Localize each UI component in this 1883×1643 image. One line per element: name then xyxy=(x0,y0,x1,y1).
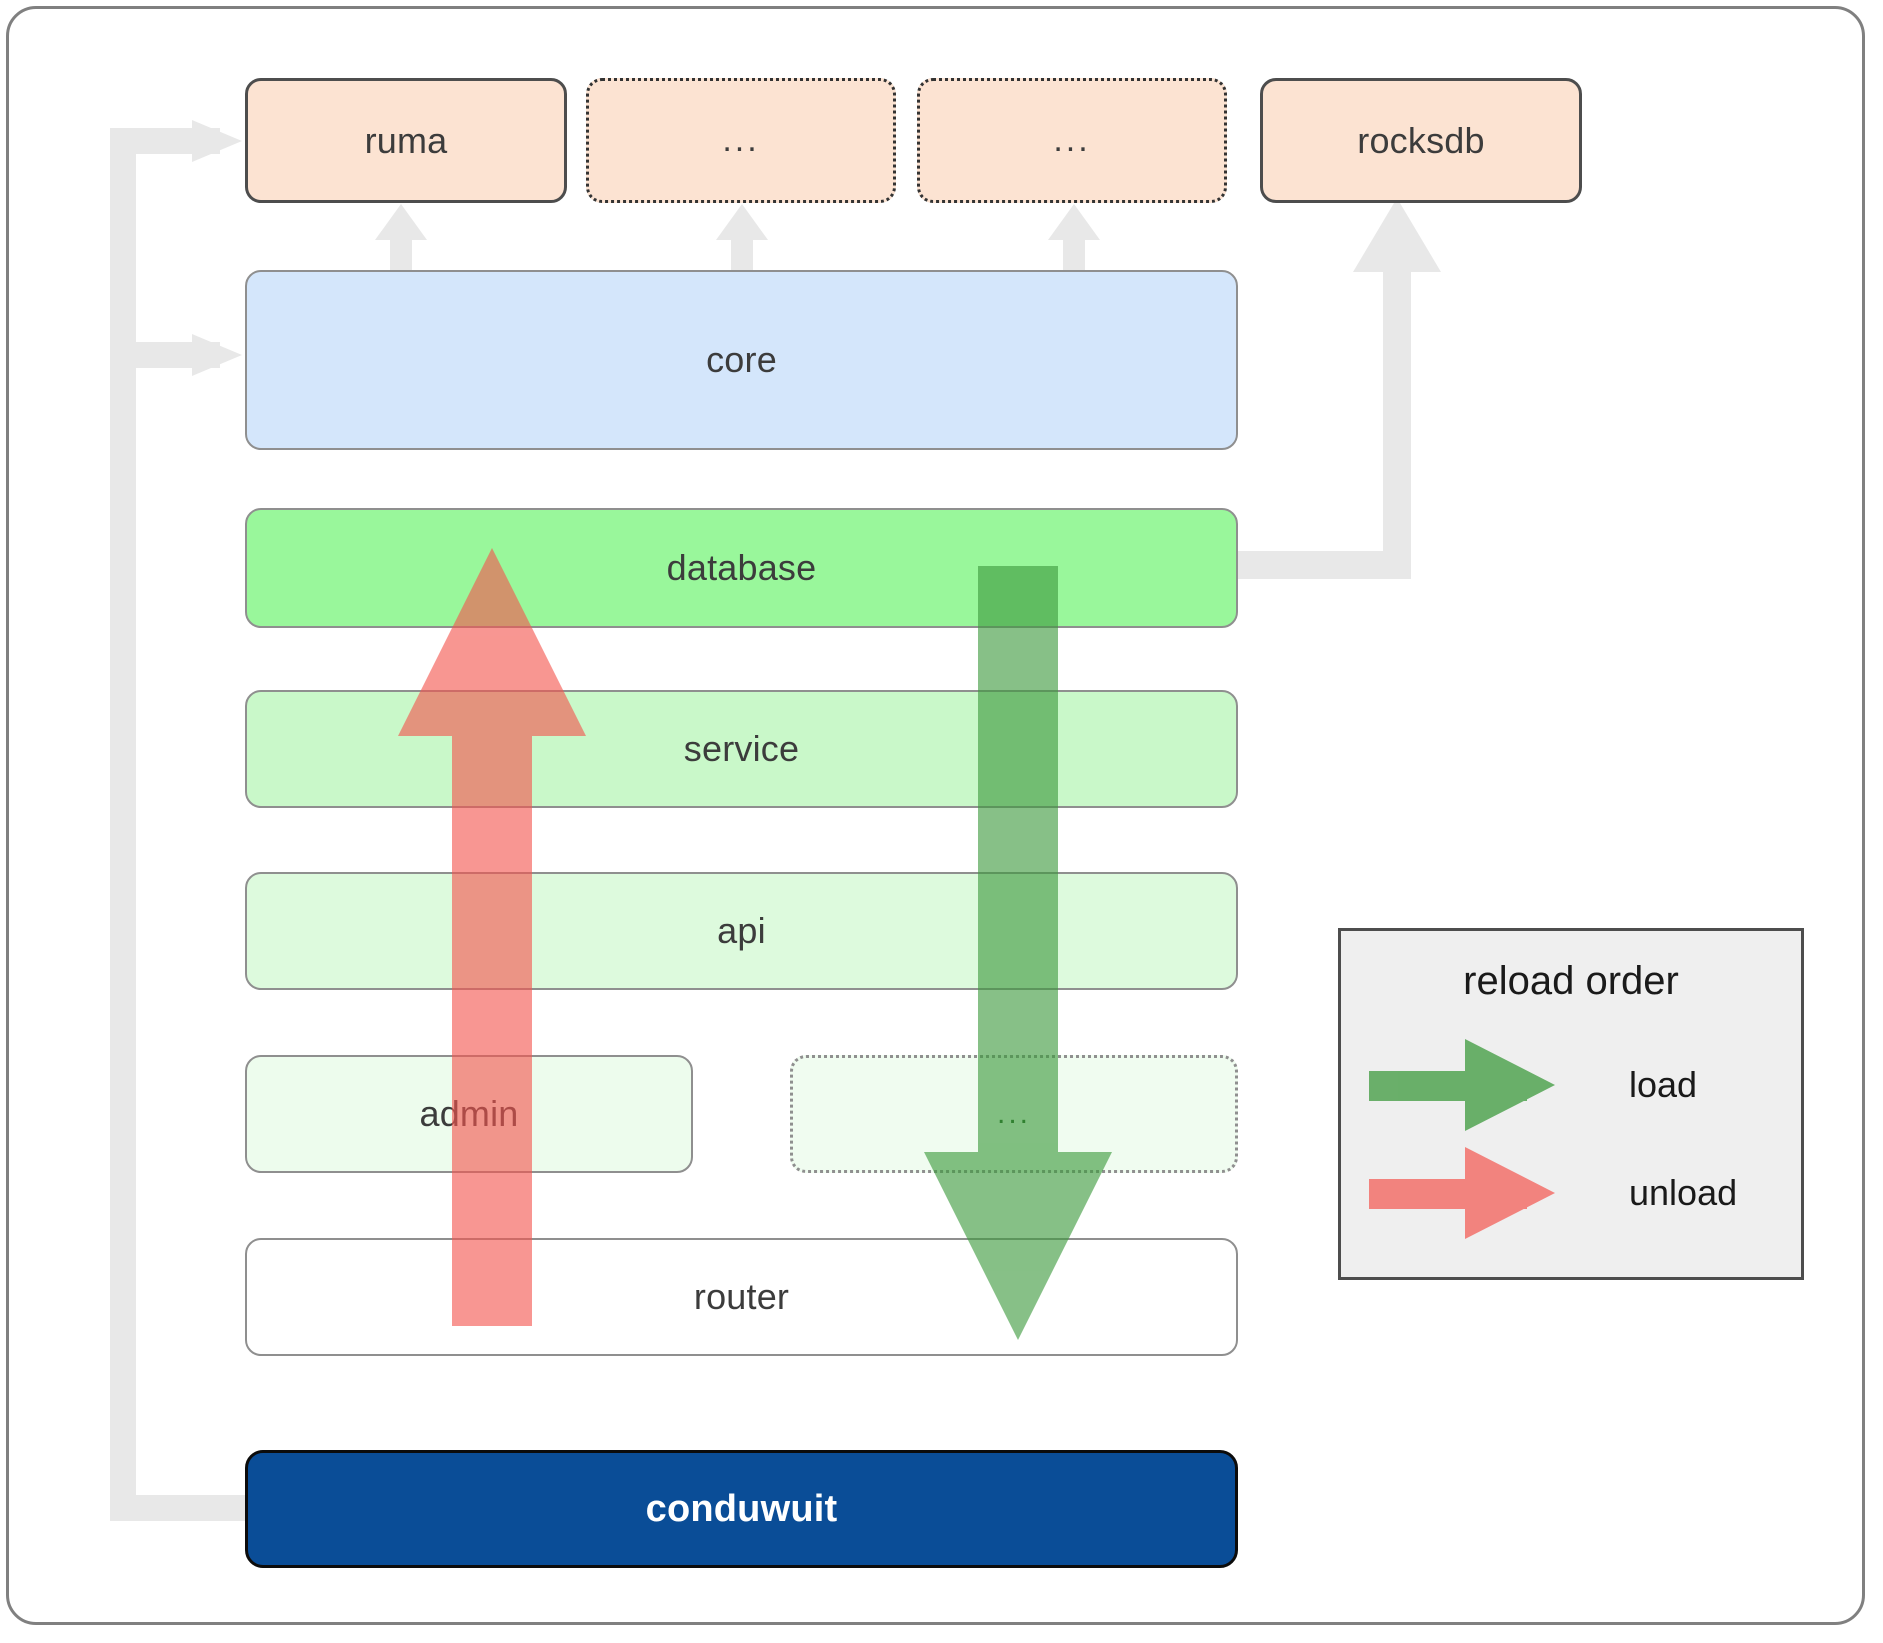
executable-label-conduwuit: conduwuit xyxy=(645,1487,838,1530)
layer-box-admin[interactable]: admin xyxy=(245,1055,693,1173)
layer-box-api[interactable]: api xyxy=(245,872,1238,990)
dependency-label-rocksdb: rocksdb xyxy=(1357,119,1485,161)
legend-label-load: load xyxy=(1629,1064,1698,1105)
layer-label-router: router xyxy=(693,1276,790,1317)
layer-box-core[interactable]: core xyxy=(245,270,1238,450)
dependency-label-ellipsis-2: ... xyxy=(1053,120,1091,159)
dependency-box-rocksdb[interactable]: rocksdb xyxy=(1260,78,1582,203)
load-arrow-icon xyxy=(1369,1039,1555,1131)
legend-label-unload: unload xyxy=(1629,1172,1738,1213)
layer-label-admin: admin xyxy=(419,1093,519,1134)
legend-item-unload: unload xyxy=(1341,1147,1801,1239)
diagram-frame xyxy=(6,6,1865,1625)
dependency-label-ellipsis-1: ... xyxy=(722,120,760,159)
layer-label-ellipsis: ... xyxy=(996,1097,1031,1130)
dependency-box-ellipsis-2[interactable]: ... xyxy=(917,78,1227,203)
layer-label-service: service xyxy=(683,728,800,769)
dependency-box-ellipsis-1[interactable]: ... xyxy=(586,78,896,203)
layer-box-ellipsis[interactable]: ... xyxy=(790,1055,1238,1173)
layer-box-database[interactable]: database xyxy=(245,508,1238,628)
executable-box-conduwuit[interactable]: conduwuit xyxy=(245,1450,1238,1568)
layer-label-database: database xyxy=(666,547,817,588)
layer-label-api: api xyxy=(717,910,766,951)
legend-item-load: load xyxy=(1341,1039,1801,1131)
dependency-box-ruma[interactable]: ruma xyxy=(245,78,567,203)
layer-box-service[interactable]: service xyxy=(245,690,1238,808)
layer-label-core: core xyxy=(706,339,777,380)
dependency-label-ruma: ruma xyxy=(364,119,448,161)
unload-arrow-icon xyxy=(1369,1147,1555,1239)
legend-title: reload order xyxy=(1463,959,1679,1003)
layer-box-router[interactable]: router xyxy=(245,1238,1238,1356)
legend-panel: reload order load unload xyxy=(1338,928,1804,1280)
